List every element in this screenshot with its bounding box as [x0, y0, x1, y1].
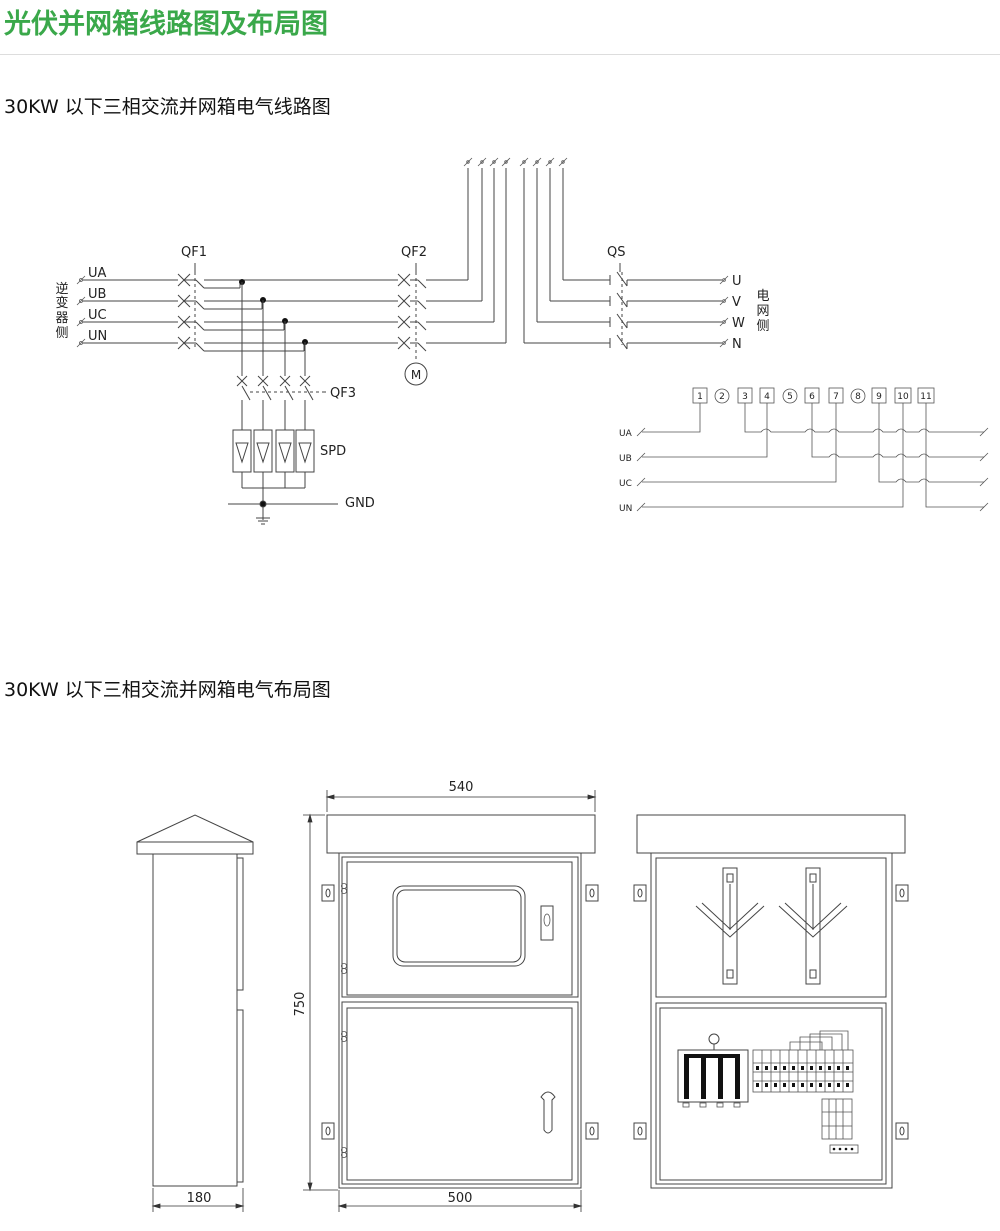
- ground-symbol: [228, 500, 338, 525]
- top-terminal-marks: [463, 157, 568, 167]
- terminal-2: 2: [719, 392, 725, 402]
- interior-view-cabinet: [633, 814, 909, 1189]
- input-terminal-marks: [76, 275, 86, 348]
- grid-side-label: 电 网 侧: [756, 289, 769, 334]
- terminal-line-un: UN: [619, 504, 632, 514]
- output-terminal-marks: [719, 275, 729, 348]
- svg-text:M: M: [411, 368, 421, 382]
- main-bus-wires: [204, 279, 398, 351]
- input-label-uc: UC: [88, 308, 107, 323]
- svg-text:器: 器: [55, 311, 68, 326]
- terminal-1: 1: [697, 392, 703, 402]
- breaker-qf3: [236, 375, 326, 430]
- breaker-qf1: [177, 263, 304, 352]
- output-label-u: U: [732, 274, 742, 289]
- inverter-side-label: 逆 变 器 侧: [55, 281, 68, 341]
- depth-value: 180: [187, 1191, 212, 1206]
- terminal-numbers: 1 2 3 4 5 6 7 8 9 10 11: [697, 392, 932, 402]
- circuit-diagram-heading: 30KW 以下三相交流并网箱电气线路图: [4, 96, 331, 118]
- output-label-n: N: [732, 337, 742, 352]
- input-label-ua: UA: [88, 266, 107, 281]
- input-label-un: UN: [88, 329, 107, 344]
- height-dimension: [303, 813, 338, 1192]
- breaker-row: [752, 1030, 854, 1093]
- output-labels: U V W N: [732, 274, 745, 352]
- breaker-qf1-label: QF1: [181, 245, 207, 260]
- spd-block: [821, 1098, 859, 1154]
- terminal-5: 5: [787, 392, 793, 402]
- isolator-switch: [677, 1033, 749, 1108]
- svg-text:网: 网: [756, 304, 769, 319]
- body-width-dimension: [337, 1190, 583, 1212]
- ground-label: GND: [345, 496, 375, 511]
- terminal-4: 4: [764, 392, 770, 402]
- output-label-w: W: [732, 316, 745, 331]
- junction-dots: [239, 279, 308, 345]
- meter-symbol: M: [404, 362, 428, 386]
- body-width-value: 500: [448, 1191, 473, 1206]
- terminal-7: 7: [833, 392, 839, 402]
- output-label-v: V: [732, 295, 741, 310]
- width-value: 540: [449, 780, 474, 795]
- depth-dimension: [151, 1188, 245, 1212]
- svg-text:变: 变: [55, 295, 68, 311]
- qs-input-wires: [523, 168, 610, 344]
- qf2-output-wires: [426, 168, 507, 344]
- breaker-qf2-label: QF2: [401, 245, 427, 260]
- input-bus-wires: [83, 279, 178, 344]
- terminal-8: 8: [855, 392, 861, 402]
- breaker-handles: [756, 1066, 849, 1087]
- breaker-qf2: [397, 263, 427, 362]
- svg-text:电: 电: [756, 289, 769, 304]
- terminal-block-diagram: 1 2 3 4 5 6 7 8 9 10 11 UA UB UC UN: [619, 387, 989, 514]
- title-divider: [0, 54, 1000, 55]
- spd-tap-wires: [241, 282, 306, 376]
- page-title: 光伏并网箱线路图及布局图: [4, 9, 328, 40]
- side-view-cabinet: 180: [136, 814, 254, 1212]
- svg-text:逆: 逆: [55, 281, 68, 297]
- terminal-3: 3: [742, 392, 748, 402]
- spd-label: SPD: [320, 444, 346, 459]
- terminal-10: 10: [897, 392, 909, 402]
- input-label-ub: UB: [88, 287, 106, 302]
- height-value: 750: [293, 992, 308, 1017]
- terminal-line-ua: UA: [619, 429, 633, 439]
- terminal-line-labels: UA UB UC UN: [619, 429, 633, 514]
- svg-text:侧: 侧: [55, 326, 68, 341]
- terminal-line-ub: UB: [619, 454, 632, 464]
- meter-mounts: [695, 867, 848, 985]
- width-dimension: [325, 790, 597, 812]
- terminal-9: 9: [876, 392, 882, 402]
- terminal-11: 11: [920, 392, 931, 402]
- layout-diagram-heading: 30KW 以下三相交流并网箱电气布局图: [4, 679, 331, 701]
- breaker-qs-label: QS: [607, 245, 625, 260]
- terminal-6: 6: [809, 392, 815, 402]
- circuit-diagram: 逆 变 器 侧 UA UB UC UN QF1 QF2 QS QF3 SPD G…: [55, 157, 770, 525]
- front-view-cabinet: 540 750: [293, 780, 599, 1212]
- breaker-qf3-label: QF3: [330, 386, 356, 401]
- terminal-wiring: [636, 403, 989, 512]
- switch-qs: [609, 263, 722, 350]
- svg-text:侧: 侧: [756, 319, 769, 334]
- terminal-line-uc: UC: [619, 479, 632, 489]
- spd-modules: [232, 429, 315, 520]
- input-labels: UA UB UC UN: [88, 266, 107, 344]
